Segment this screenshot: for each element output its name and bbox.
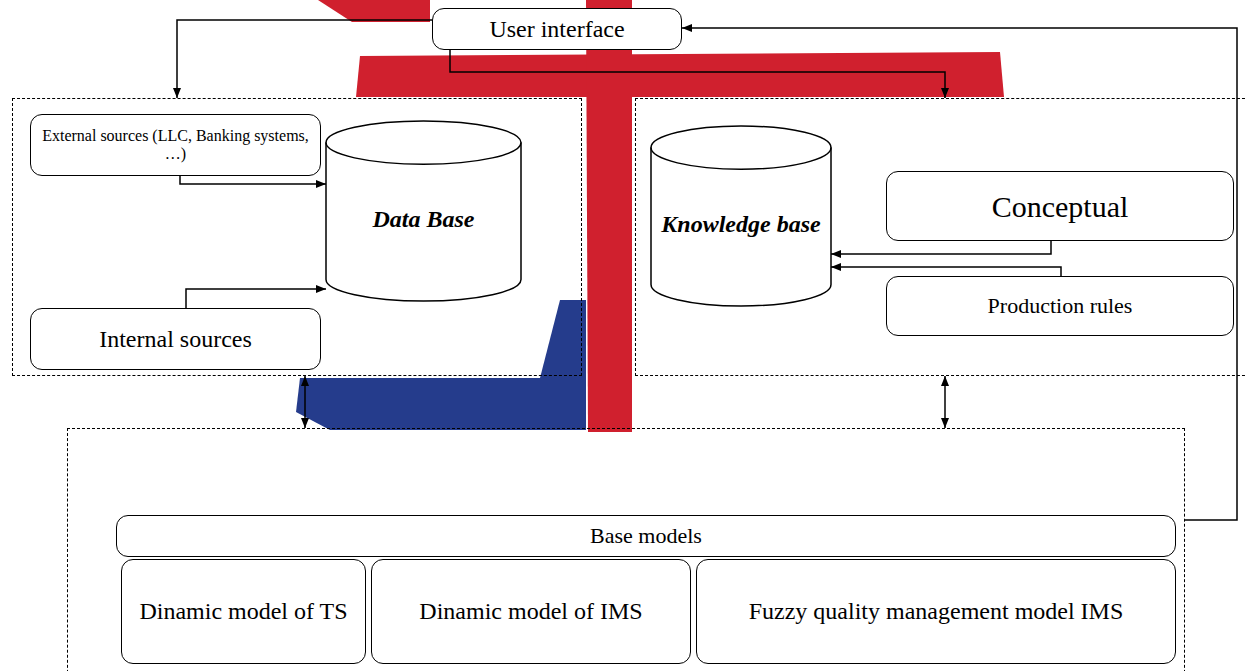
connector-arrow	[944, 376, 946, 428]
node-label: Dinamic model of IMS	[419, 598, 642, 624]
node-label: Base models	[590, 524, 702, 548]
process-box: User interface	[432, 8, 682, 50]
node-label: User interface	[489, 16, 624, 42]
node-label: Internal sources	[99, 326, 252, 352]
node-label: Data Base	[373, 206, 475, 232]
process-box: Dinamic model of IMS	[371, 559, 691, 664]
dashed-group: Knowledge base ConceptualProduction rules	[635, 98, 1245, 376]
node-label: Fuzzy quality management model IMS	[749, 598, 1124, 624]
flag-red-band	[356, 52, 1004, 97]
process-box: Base models	[116, 515, 1176, 557]
process-box: Fuzzy quality management model IMS	[696, 559, 1176, 664]
dashed-group: External sources (LLC, Banking systems, …	[12, 98, 582, 376]
connector-arrow	[831, 241, 1051, 254]
process-box: Dinamic model of TS	[121, 559, 366, 664]
flag-red-bar	[586, 0, 632, 432]
connector-arrow	[186, 289, 326, 308]
flag-blue-field	[296, 378, 586, 430]
process-box: Conceptual	[886, 171, 1234, 241]
node-label: External sources (LLC, Banking systems, …	[39, 127, 312, 162]
connector-arrow	[831, 267, 1061, 276]
node-label: Dinamic model of TS	[139, 598, 347, 624]
flag-red-diagonal	[318, 0, 430, 22]
process-box: Internal sources	[30, 308, 321, 370]
node-label: Knowledge base	[661, 211, 820, 237]
connector-arrow	[450, 50, 945, 98]
process-box: Production rules	[886, 276, 1234, 336]
node-label: Conceptual	[992, 190, 1129, 223]
connector-arrow	[180, 176, 326, 184]
connector-arrow	[304, 376, 306, 428]
database-cylinder: Knowledge base	[651, 126, 831, 306]
database-cylinder: Data Base	[326, 121, 521, 301]
process-box: External sources (LLC, Banking systems, …	[30, 114, 321, 176]
dashed-group: Base modelsDinamic model of TS Dinamic mo…	[67, 428, 1185, 671]
node-label: Production rules	[988, 294, 1133, 318]
flag-blue-field	[540, 300, 586, 378]
connector-arrow	[177, 20, 432, 98]
